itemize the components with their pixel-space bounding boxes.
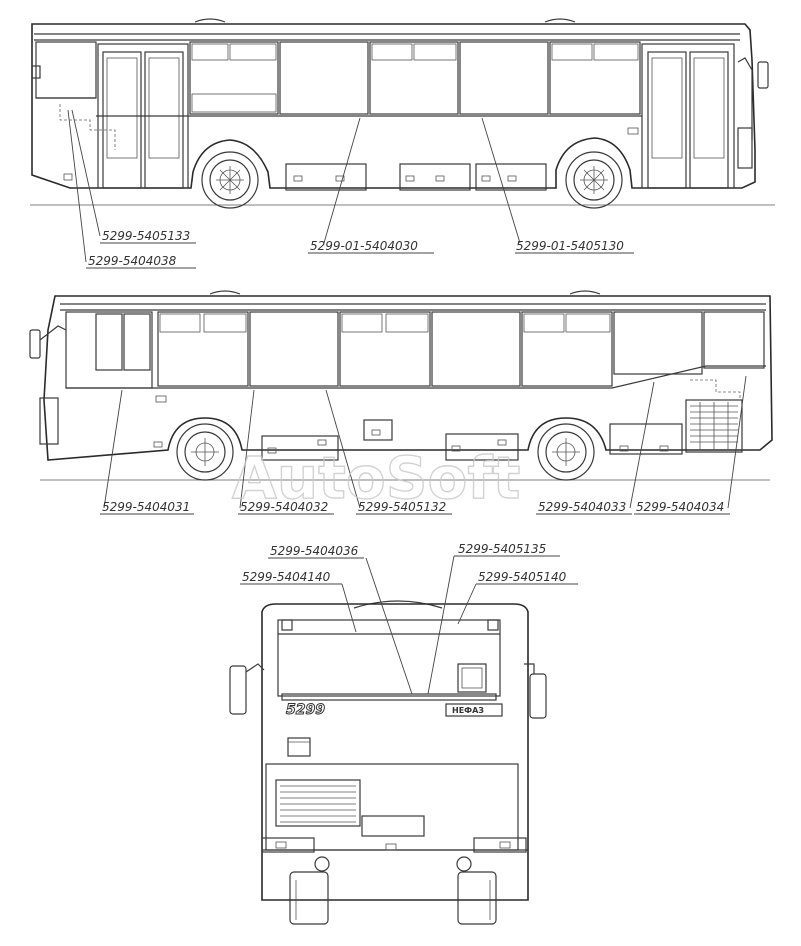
label-5299-5404036: 5299-5404036 bbox=[270, 544, 359, 558]
rear-grille bbox=[275, 779, 361, 827]
label-5299-01-5405130: 5299-01-5405130 bbox=[516, 239, 624, 253]
part-labels: 5299-5405133 5299-5404038 5299-01-540403… bbox=[88, 229, 724, 584]
rear-brand-plate: НЕФАЗ bbox=[452, 706, 484, 715]
bus-left-side-view bbox=[29, 290, 773, 515]
wheel-rear bbox=[201, 151, 259, 209]
wheel-left-rear bbox=[537, 423, 595, 481]
label-5299-5405132: 5299-5405132 bbox=[358, 500, 446, 514]
label-5299-01-5404030: 5299-01-5404030 bbox=[310, 239, 418, 253]
label-5299-5404031: 5299-5404031 bbox=[102, 500, 190, 514]
label-5299-5405133: 5299-5405133 bbox=[102, 229, 190, 243]
label-5299-5404038: 5299-5404038 bbox=[88, 254, 177, 268]
bus-right-side-view bbox=[30, 18, 775, 269]
wheel-left-front bbox=[176, 423, 234, 481]
engine-grille bbox=[685, 399, 743, 453]
watermark: AutoSoft bbox=[232, 444, 520, 512]
label-5299-5404033: 5299-5404033 bbox=[538, 500, 626, 514]
label-5299-5404034: 5299-5404034 bbox=[636, 500, 724, 514]
label-5299-5404140: 5299-5404140 bbox=[242, 570, 331, 584]
label-5299-5404032: 5299-5404032 bbox=[240, 500, 328, 514]
wheel-front bbox=[565, 151, 623, 209]
label-5299-5405135: 5299-5405135 bbox=[458, 542, 546, 556]
label-5299-5405140: 5299-5405140 bbox=[478, 570, 567, 584]
bus-rear-view: 5299 НЕФАЗ bbox=[229, 555, 578, 925]
rear-model-plate: 5299 bbox=[286, 702, 325, 718]
